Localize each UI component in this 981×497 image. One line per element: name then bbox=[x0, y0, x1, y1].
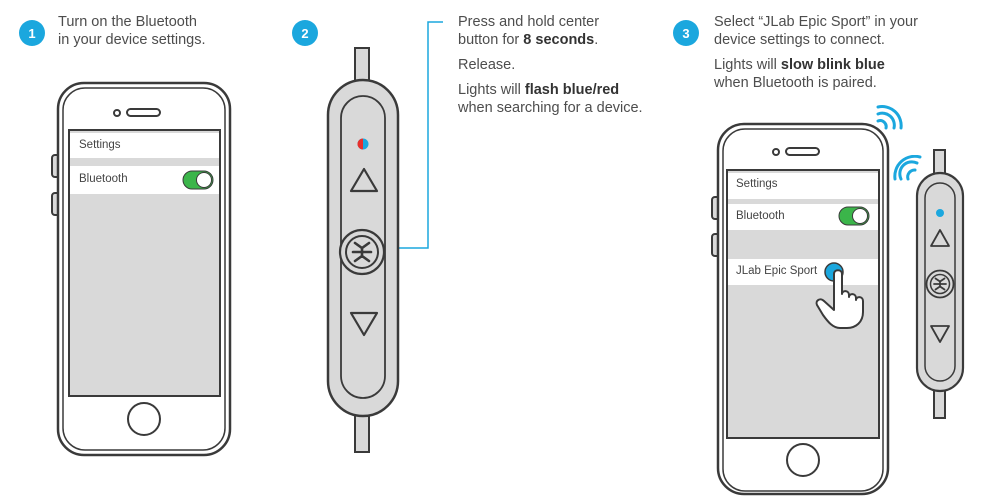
phone-2-device-jlab-epic-sport[interactable]: JLab Epic Sport bbox=[736, 265, 818, 277]
phone-2-bluetooth-toggle[interactable] bbox=[838, 206, 870, 226]
step-1-badge: 1 bbox=[19, 20, 45, 46]
jlab-logo-icon[interactable] bbox=[338, 228, 386, 276]
triangle-down-icon[interactable] bbox=[929, 324, 951, 344]
step-2-line-4: Lights will flash blue/red bbox=[458, 82, 620, 98]
wifi-signal-icon bbox=[893, 155, 922, 181]
step-3-badge: 3 bbox=[673, 20, 699, 46]
step-3-line-3: Lights will slow blink blue bbox=[714, 57, 885, 73]
triangle-up-icon[interactable] bbox=[929, 228, 951, 248]
remote-led-red-blue bbox=[357, 138, 369, 150]
remote-small-led-blue bbox=[936, 209, 944, 217]
step-2-badge: 2 bbox=[292, 20, 318, 46]
triangle-up-icon[interactable] bbox=[348, 166, 380, 194]
wifi-signal-icon bbox=[876, 105, 903, 130]
jlab-logo-icon[interactable] bbox=[925, 269, 955, 299]
phone-1-settings-title: Settings bbox=[79, 139, 121, 151]
phone-1-bluetooth-toggle[interactable] bbox=[182, 170, 214, 190]
phone-2-settings-title: Settings bbox=[736, 178, 778, 190]
step-2-line-1: Press and hold center bbox=[458, 14, 600, 30]
step-3-line-1: Select “JLab Epic Sport” in your bbox=[714, 14, 918, 30]
step-1-line-2: in your device settings. bbox=[58, 32, 206, 48]
pointing-hand-icon bbox=[815, 269, 864, 329]
step-3-line-4: when Bluetooth is paired. bbox=[714, 75, 877, 91]
step-1-line-1: Turn on the Bluetooth bbox=[58, 14, 197, 30]
step-3-line-2: device settings to connect. bbox=[714, 32, 885, 48]
triangle-down-icon[interactable] bbox=[348, 310, 380, 338]
step-2-line-2: button for 8 seconds. bbox=[458, 32, 599, 48]
phone-1-bluetooth-label: Bluetooth bbox=[79, 173, 128, 185]
step-2-line-5: when searching for a device. bbox=[458, 100, 643, 116]
phone-2-bluetooth-label: Bluetooth bbox=[736, 210, 785, 222]
step-2-line-3: Release. bbox=[458, 57, 516, 73]
